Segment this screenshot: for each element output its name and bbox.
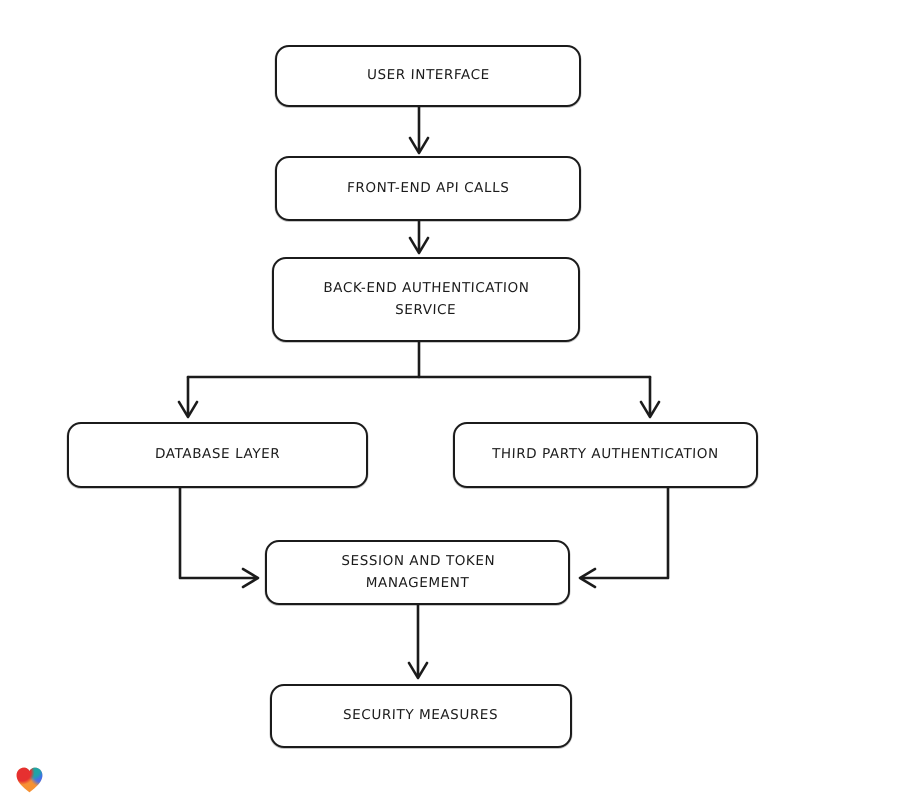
node-back-end-authentication-service[interactable]: BACK-END AUTHENTICATION SERVICE	[272, 257, 580, 342]
node-label: SESSION AND TOKEN MANAGEMENT	[340, 552, 496, 591]
node-label: BACK-END AUTHENTICATION SERVICE	[323, 279, 530, 318]
gradient-heart-logo[interactable]	[13, 763, 46, 796]
node-label: SECURITY MEASURES	[343, 707, 499, 724]
node-label: USER INTERFACE	[366, 67, 490, 84]
node-session-and-token-management[interactable]: SESSION AND TOKEN MANAGEMENT	[265, 540, 570, 605]
node-label: DATABASE LAYER	[154, 446, 281, 463]
edge-front-end-api-calls-to-back-end-authentication-service	[408, 219, 430, 255]
node-database-layer[interactable]: DATABASE LAYER	[67, 422, 368, 488]
node-label: THIRD PARTY AUTHENTICATION	[491, 446, 720, 463]
edge-user-interface-to-front-end-api-calls	[408, 105, 430, 155]
edge-session-and-token-management-to-security-measures	[407, 603, 429, 680]
heart-icon	[16, 767, 43, 793]
node-security-measures[interactable]: SECURITY MEASURES	[270, 684, 572, 748]
edge-database-layer-to-session-and-token-management	[178, 486, 260, 589]
edge-third-party-authentication-to-session-and-token-management	[578, 486, 670, 589]
node-front-end-api-calls[interactable]: FRONT-END API CALLS	[275, 156, 581, 221]
node-user-interface[interactable]: USER INTERFACE	[275, 45, 581, 107]
edge-back-end-authentication-service-branch	[177, 340, 661, 419]
node-label: FRONT-END API CALLS	[346, 179, 510, 196]
node-third-party-authentication[interactable]: THIRD PARTY AUTHENTICATION	[453, 422, 758, 488]
